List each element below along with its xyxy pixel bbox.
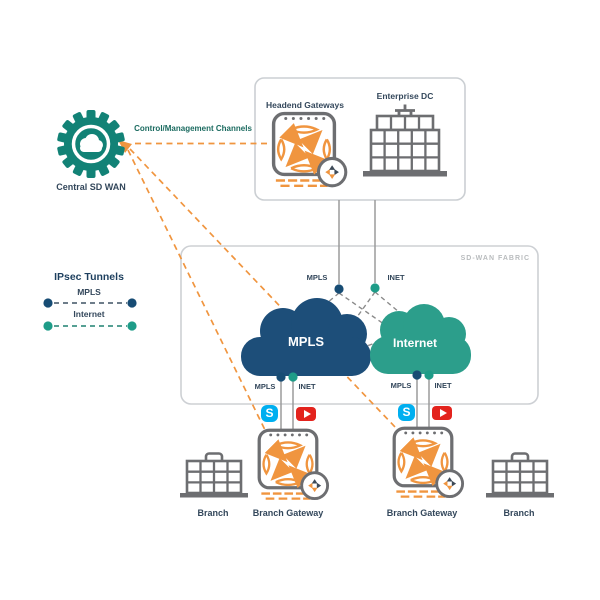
control-channel-lines (127, 142, 397, 431)
gear-cloud-icon (57, 110, 125, 178)
fabric-label: SD-WAN FABRIC (460, 255, 530, 262)
branch-right-mpls-link-label: MPLS (390, 381, 412, 390)
uplink-lines (280, 200, 430, 432)
internet-cloud (370, 304, 471, 374)
legend-mpls-label: MPLS (77, 287, 101, 297)
headend-gateways-label: Headend Gateways (266, 100, 344, 110)
inet-endpoint-dots (288, 283, 434, 382)
mpls-cloud (241, 298, 371, 376)
youtube-play-icon (439, 409, 447, 417)
branch-left-mpls-link-label: MPLS (254, 382, 276, 391)
branch-gateway-right-label: Branch Gateway (386, 508, 458, 518)
youtube-icon (296, 407, 316, 421)
enterprise-dc-icon (363, 104, 447, 177)
skype-letter: S (265, 406, 274, 420)
legend-mpls-line (43, 298, 137, 308)
branch-site-left-label: Branch (197, 508, 229, 518)
legend-title: IPsec Tunnels (54, 271, 124, 283)
branch-left-inet-link-label: INET (298, 382, 316, 391)
skype-letter: S (402, 405, 411, 419)
branch-gateway-left-label: Branch Gateway (252, 508, 324, 518)
mpls-endpoint-dots (276, 284, 422, 382)
branch-building-left-icon (178, 452, 250, 499)
enterprise-dc-label: Enterprise DC (376, 91, 434, 101)
headend-mpls-link-label: MPLS (306, 273, 328, 282)
legend-internet-label: Internet (73, 309, 105, 319)
control-arrowhead (118, 140, 132, 153)
central-sdwan-label: Central SD WAN (56, 182, 126, 192)
legend-internet-line (43, 321, 137, 331)
skype-icon: S (261, 405, 278, 422)
internet-cloud-label: Internet (392, 336, 438, 350)
branch-site-right-label: Branch (503, 508, 535, 518)
branch-gateway-right-router-icon (394, 428, 462, 496)
branch-gateway-left-router-icon (259, 430, 327, 498)
headend-gateway-router-icon (274, 114, 346, 186)
youtube-play-icon (303, 410, 311, 418)
branch-right-inet-link-label: INET (434, 381, 452, 390)
headend-inet-link-label: INET (387, 273, 405, 282)
youtube-icon (432, 406, 452, 420)
control-channels-label: Control/Management Channels (134, 124, 252, 133)
branch-building-right-icon (484, 452, 556, 499)
skype-icon: S (398, 404, 415, 421)
mpls-cloud-label: MPLS (287, 334, 325, 349)
